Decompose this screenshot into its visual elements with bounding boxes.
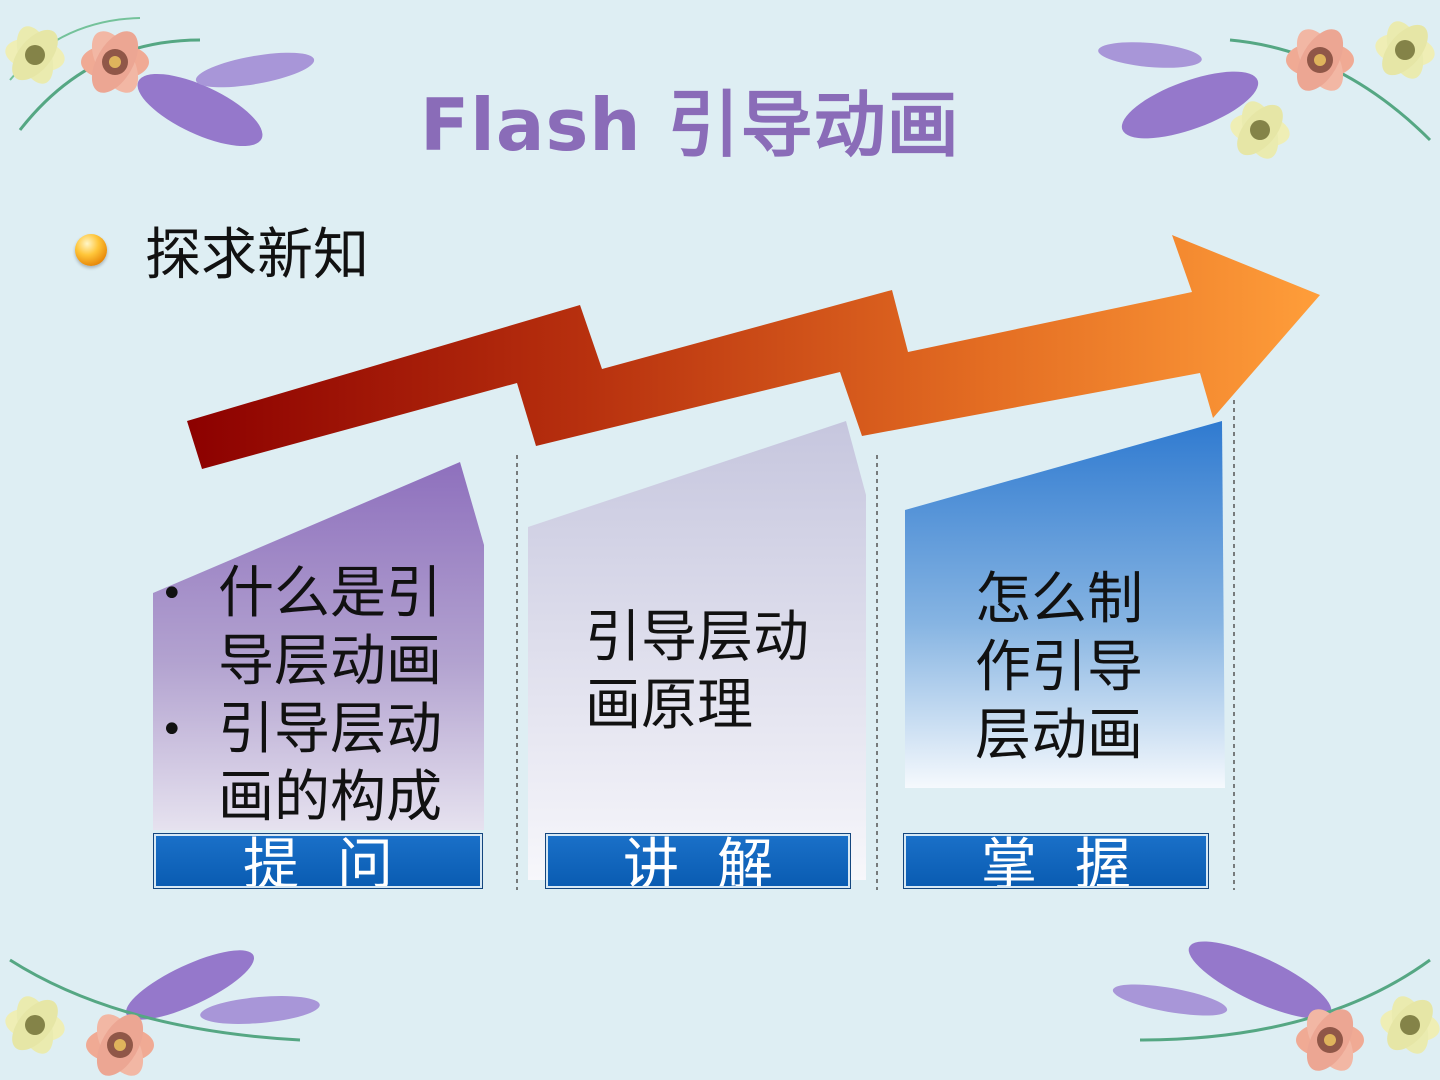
text-line: 怎么制 xyxy=(975,567,1143,632)
label-master: 掌握 xyxy=(981,834,1169,888)
label-bar-ask: 提问 xyxy=(153,833,483,889)
column-explain-text: 引导层动 画原理 xyxy=(585,604,825,740)
column-master-text: 怎么制 作引导 层动画 xyxy=(975,566,1165,770)
list-item-line: 引导层动 xyxy=(218,697,442,762)
list-item: • 什么是引 导层动画 xyxy=(160,560,460,696)
panel-master xyxy=(905,421,1225,788)
text-line: 画原理 xyxy=(585,673,753,738)
label-bar-master: 掌握 xyxy=(903,833,1209,889)
panel-explain xyxy=(528,421,866,880)
text-line: 作引导 xyxy=(975,635,1143,700)
label-bar-explain: 讲解 xyxy=(545,833,851,889)
text-line: 引导层动 xyxy=(585,605,809,670)
orange-bullet-icon xyxy=(75,234,107,266)
section-heading: 探求新知 xyxy=(145,223,369,288)
text-line: 层动画 xyxy=(975,703,1143,768)
column-ask-text: • 什么是引 导层动画 • 引导层动 画的构成 xyxy=(160,560,460,832)
growth-arrow xyxy=(187,235,1320,469)
list-item-line: 什么是引 xyxy=(218,561,442,626)
label-ask: 提问 xyxy=(243,834,431,888)
flower-decoration-bottom-right xyxy=(1112,941,1440,1079)
panel-ask xyxy=(153,462,484,830)
list-item-line: 画的构成 xyxy=(218,765,442,830)
bullet-dot: • xyxy=(160,707,184,753)
flower-decoration-top-right xyxy=(1098,16,1438,164)
list-item-line: 导层动画 xyxy=(218,629,442,694)
bullet-dot: • xyxy=(160,571,184,617)
list-item: • 引导层动 画的构成 xyxy=(160,696,460,832)
flower-decoration-bottom-left xyxy=(2,950,320,1080)
slide-title: Flash 引导动画 xyxy=(420,83,960,167)
flower-decoration-top-left xyxy=(2,17,315,147)
label-explain: 讲解 xyxy=(623,834,811,888)
